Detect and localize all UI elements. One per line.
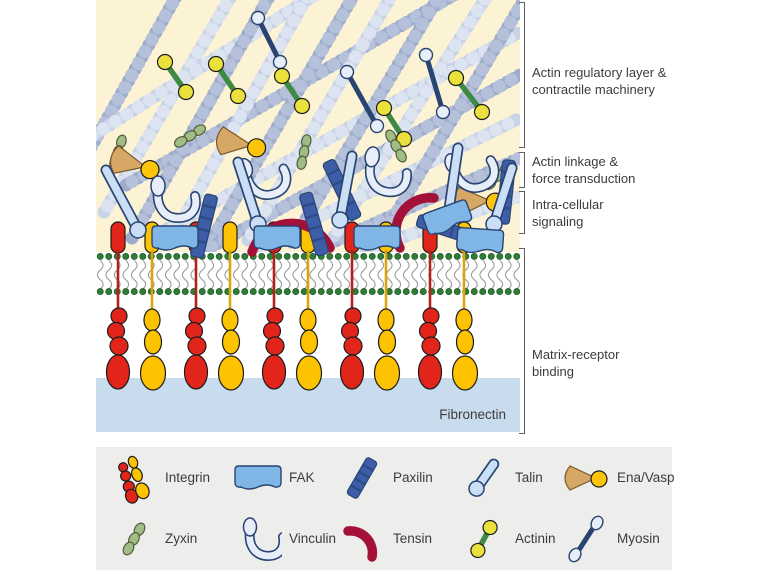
- focal-adhesion-diagram: Fibronectin: [96, 0, 520, 440]
- actinin-molecule: [273, 67, 311, 115]
- actinin-molecule: [447, 69, 491, 121]
- integrin-icon: [118, 455, 150, 504]
- region-bracket-actin-regulatory: [519, 2, 525, 148]
- legend-item-label: Vinculin: [289, 531, 337, 546]
- legend-item-label: Tensin: [393, 531, 433, 546]
- actinin-molecule: [156, 53, 195, 101]
- legend-item-label: Talin: [515, 470, 543, 485]
- legend-item-talin: Talin: [446, 447, 548, 508]
- fak-molecule: [455, 226, 505, 256]
- legend-item-label: Zyxin: [165, 531, 198, 546]
- legend-item-ena-vasp: Ena/Vasp: [548, 447, 675, 508]
- myosin-molecule: [250, 10, 288, 70]
- region-label-actin-regulatory: Actin regulatory layer & contractile mac…: [532, 65, 667, 98]
- actin-filament: [327, 0, 493, 243]
- region-label-actin-linkage: Actin linkage & force transduction: [532, 154, 636, 187]
- vinculin-icon: [242, 516, 282, 561]
- fak-icon: [234, 464, 282, 490]
- actin-filament: [373, 0, 520, 247]
- myosin-icon: [568, 515, 604, 562]
- paxilin-icon: [346, 456, 378, 499]
- legend-item-tensin: Tensin: [324, 508, 446, 569]
- zyxin-icon: [122, 522, 146, 555]
- legend-item-fak: FAK: [220, 447, 324, 508]
- region-label-signaling: Intra-cellular signaling: [532, 197, 604, 230]
- actin-filament: [201, 0, 359, 252]
- legend-item-label: FAK: [289, 470, 315, 485]
- legend-item-label: Ena/Vasp: [617, 470, 675, 485]
- fak-molecule: [253, 225, 301, 251]
- legend-row: Integrin FAK Paxilin: [96, 447, 675, 508]
- legend-item-myosin: Myosin: [548, 508, 672, 569]
- ena-vasp-icon: [564, 464, 608, 491]
- legend-item-paxilin: Paxilin: [324, 447, 446, 508]
- region-label-matrix: Matrix-receptor binding: [532, 347, 620, 380]
- actinin-molecule: [207, 55, 247, 105]
- fibronectin-label: Fibronectin: [439, 407, 506, 422]
- actin-filament: [285, 0, 445, 249]
- region-bracket-signaling: [519, 191, 525, 234]
- tensin-icon: [343, 525, 378, 562]
- actin-filament: [97, 0, 237, 219]
- legend-item-zyxin: Zyxin: [96, 508, 220, 569]
- talin-molecule: [100, 164, 147, 239]
- legend: Integrin FAK Paxilin: [96, 447, 675, 570]
- fak-molecule: [353, 225, 401, 251]
- legend-item-vinculin: Vinculin: [220, 508, 336, 569]
- legend-item-integrin: Integrin: [96, 447, 220, 508]
- myosin-molecule: [418, 47, 451, 120]
- region-bracket-actin-linkage: [519, 152, 525, 188]
- legend-item-actinin: Actinin: [446, 508, 556, 569]
- legend-row: Zyxin Vinculin Tensin: [96, 508, 672, 569]
- actinin-molecule: [375, 99, 413, 148]
- talin-icon: [468, 458, 500, 497]
- actinin-icon: [470, 519, 498, 558]
- legend-item-label: Integrin: [165, 470, 211, 485]
- region-bracket-matrix: [519, 248, 525, 434]
- diagram-canvas: Fibronectin: [96, 0, 520, 432]
- talin-molecule: [331, 150, 358, 229]
- legend-item-label: Actinin: [515, 531, 556, 546]
- legend-item-label: Myosin: [617, 531, 660, 546]
- actin-filament: [96, 0, 320, 142]
- legend-item-label: Paxilin: [393, 470, 433, 485]
- fak-molecule: [151, 225, 199, 251]
- myosin-molecule: [339, 64, 385, 134]
